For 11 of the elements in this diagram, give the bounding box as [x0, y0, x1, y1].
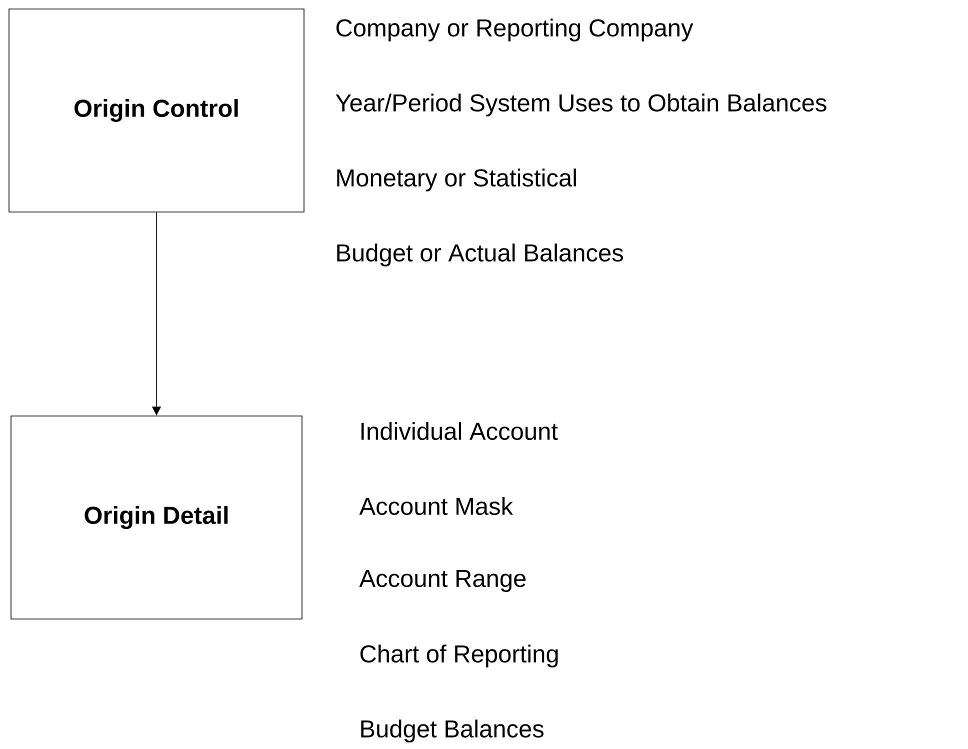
beside-text: Budget or Actual Balances — [337, 244, 623, 266]
beside-text: Year/Period System Uses to Obtain Balances — [336, 94, 826, 116]
beside-text: Budget Balances — [361, 720, 544, 742]
process-box: Origin Control — [8, 8, 304, 212]
beside-text: Monetary or Statistical — [337, 168, 576, 192]
beside-text: Chart of Reporting — [360, 644, 558, 668]
beside-text: Account Range — [359, 570, 526, 592]
beside-text: Company or Reporting Company — [336, 18, 694, 42]
process-box: Origin Detail — [10, 416, 302, 620]
beside-text: Individual Account — [361, 422, 558, 440]
beside-text: Account Mask — [359, 497, 514, 515]
